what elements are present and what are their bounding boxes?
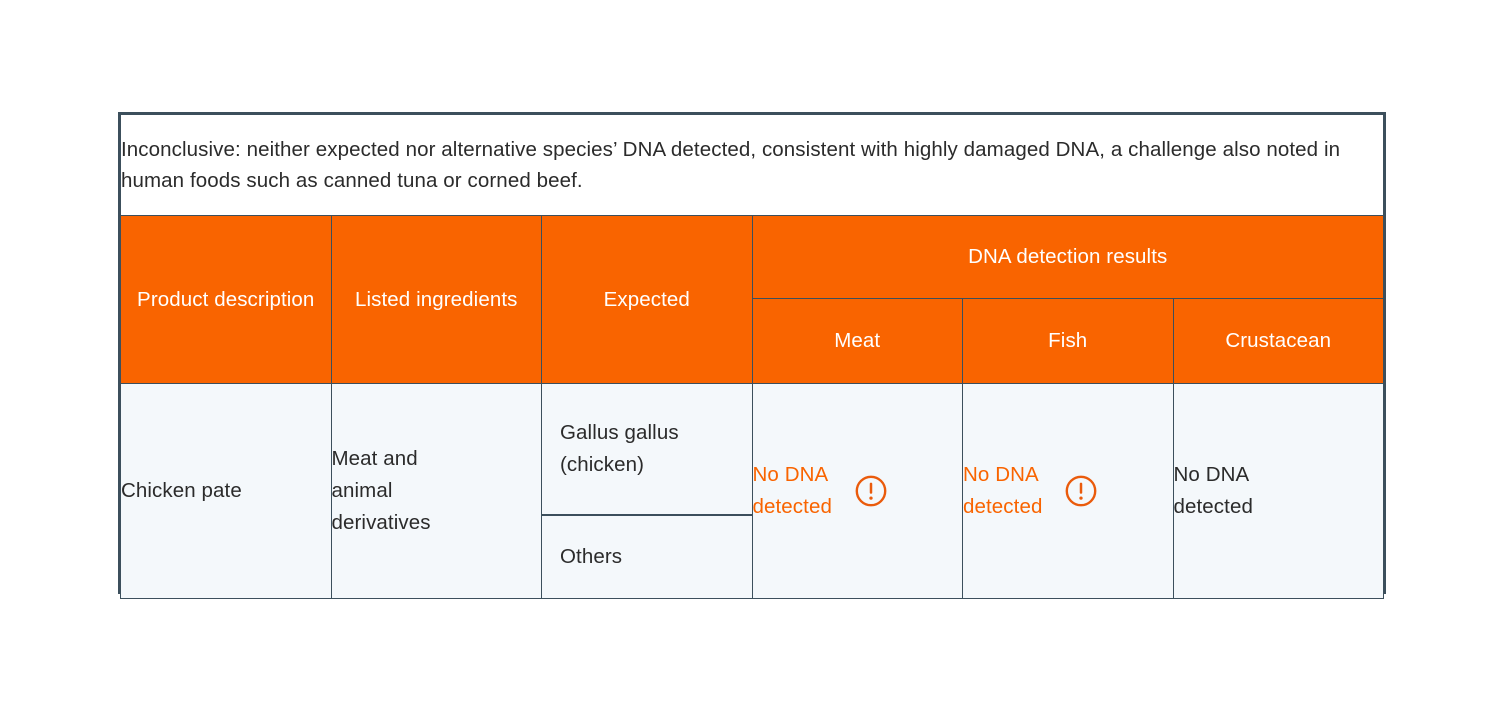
header-row-primary: Product description Listed ingredients E… <box>120 215 1384 384</box>
cell-expected-primary: Gallus gallus (chicken) <box>542 384 752 516</box>
table-caption-cell: Inconclusive: neither expected nor alter… <box>120 114 1384 216</box>
cell-expected-secondary: Others <box>542 515 752 598</box>
dna-results-table: Inconclusive: neither expected nor alter… <box>118 112 1386 599</box>
cell-expected: Gallus gallus (chicken) Others <box>541 383 753 599</box>
column-header-crustacean-label: Crustacean <box>1225 329 1332 353</box>
caption-row: Inconclusive: neither expected nor alter… <box>120 114 1384 216</box>
column-header-dna-detection-results-label: DNA detection results <box>968 245 1168 269</box>
column-header-expected: Expected <box>541 215 753 384</box>
column-header-fish: Fish <box>962 298 1174 384</box>
alert-circle-icon <box>855 475 887 507</box>
column-header-meat: Meat <box>751 298 963 384</box>
alert-circle-icon <box>1066 475 1097 507</box>
cell-result-fish: No DNA detected <box>962 383 1174 599</box>
result-fish: No DNA detected <box>963 459 1173 523</box>
column-header-listed-ingredients: Listed ingredients <box>330 215 542 384</box>
table-row: Chicken pate Meat and animal derivatives… <box>120 383 1384 599</box>
result-meat: No DNA detected <box>753 459 963 523</box>
column-header-product-description: Product description <box>120 215 332 384</box>
cell-product-description: Chicken pate <box>120 383 332 599</box>
cell-listed-ingredients: Meat and animal derivatives <box>330 383 542 599</box>
result-fish-text: No DNA detected <box>963 463 1043 518</box>
column-header-product-description-label: Product description <box>137 287 315 311</box>
column-header-fish-label: Fish <box>1048 329 1088 353</box>
expected-secondary-row: Others <box>542 515 752 598</box>
column-header-expected-label: Expected <box>603 287 690 311</box>
results-table: Inconclusive: neither expected nor alter… <box>120 114 1384 599</box>
result-crustacean-text: No DNA detected <box>1173 463 1253 518</box>
cell-expected-primary-text: Gallus gallus (chicken) <box>560 421 679 476</box>
column-header-crustacean: Crustacean <box>1172 298 1384 384</box>
column-header-dna-detection-results: DNA detection results <box>751 215 1384 299</box>
column-header-meat-label: Meat <box>834 329 881 353</box>
cell-result-meat: No DNA detected <box>751 383 963 599</box>
cell-listed-ingredients-text: Meat and animal derivatives <box>331 447 431 534</box>
header-row-secondary: Meat Fish Crustacean <box>121 298 1384 384</box>
result-crustacean: No DNA detected <box>1174 459 1384 523</box>
cell-expected-secondary-text: Others <box>560 545 623 569</box>
cell-product-description-text: Chicken pate <box>121 479 242 503</box>
result-meat-text: No DNA detected <box>752 463 832 518</box>
column-header-listed-ingredients-label: Listed ingredients <box>355 287 518 311</box>
expected-primary-row: Gallus gallus (chicken) <box>542 384 752 516</box>
expected-split-table: Gallus gallus (chicken) Others <box>542 384 752 598</box>
cell-result-crustacean: No DNA detected <box>1172 383 1384 599</box>
caption-text: Inconclusive: neither expected nor alter… <box>121 137 1341 192</box>
